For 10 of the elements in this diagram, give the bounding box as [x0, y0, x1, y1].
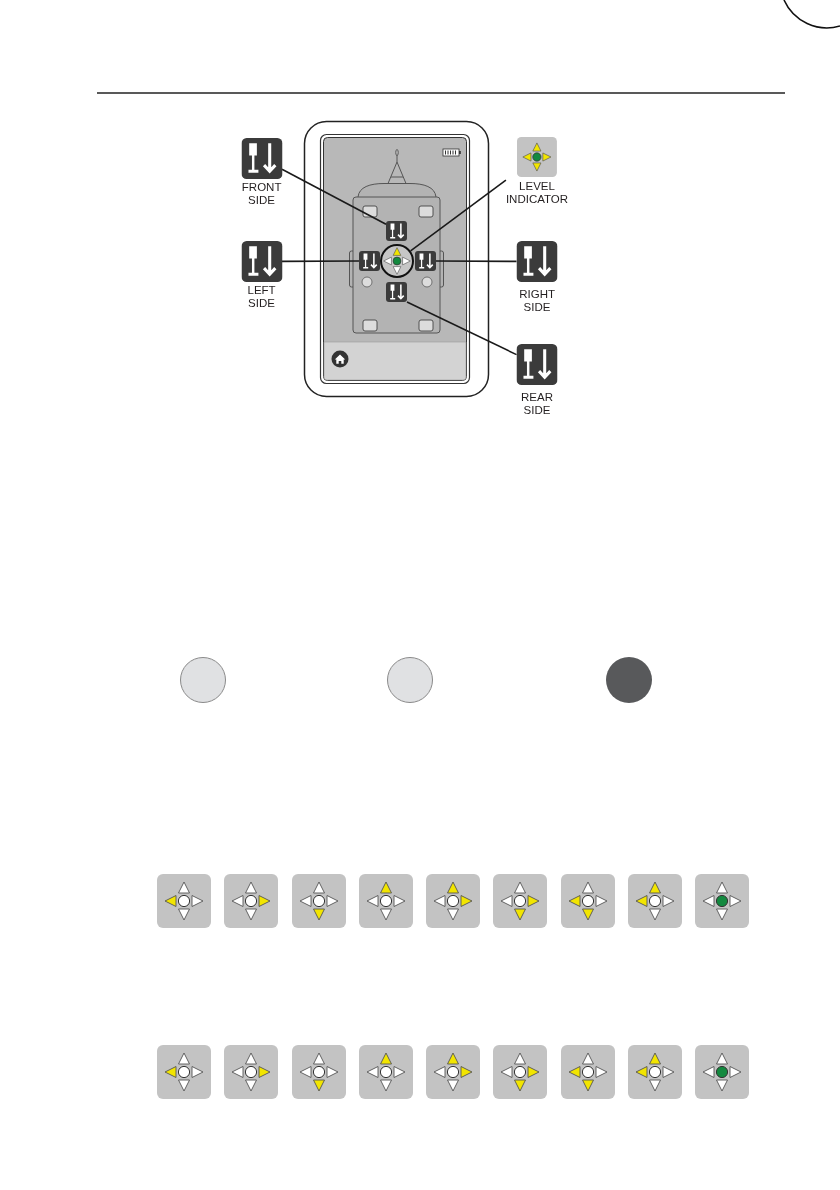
callout-label: RIGHT SIDE [519, 288, 555, 314]
leader-line [281, 260, 360, 263]
leader-line [435, 260, 518, 263]
callout-label: LEFT SIDE [247, 284, 276, 310]
leader-line [406, 301, 518, 356]
callout-label: LEVEL INDICATOR [505, 180, 569, 206]
callout-label: REAR SIDE [521, 391, 553, 417]
leader-line [281, 168, 387, 225]
callout-label: FRONT SIDE [241, 181, 282, 207]
leader-line [409, 179, 507, 252]
